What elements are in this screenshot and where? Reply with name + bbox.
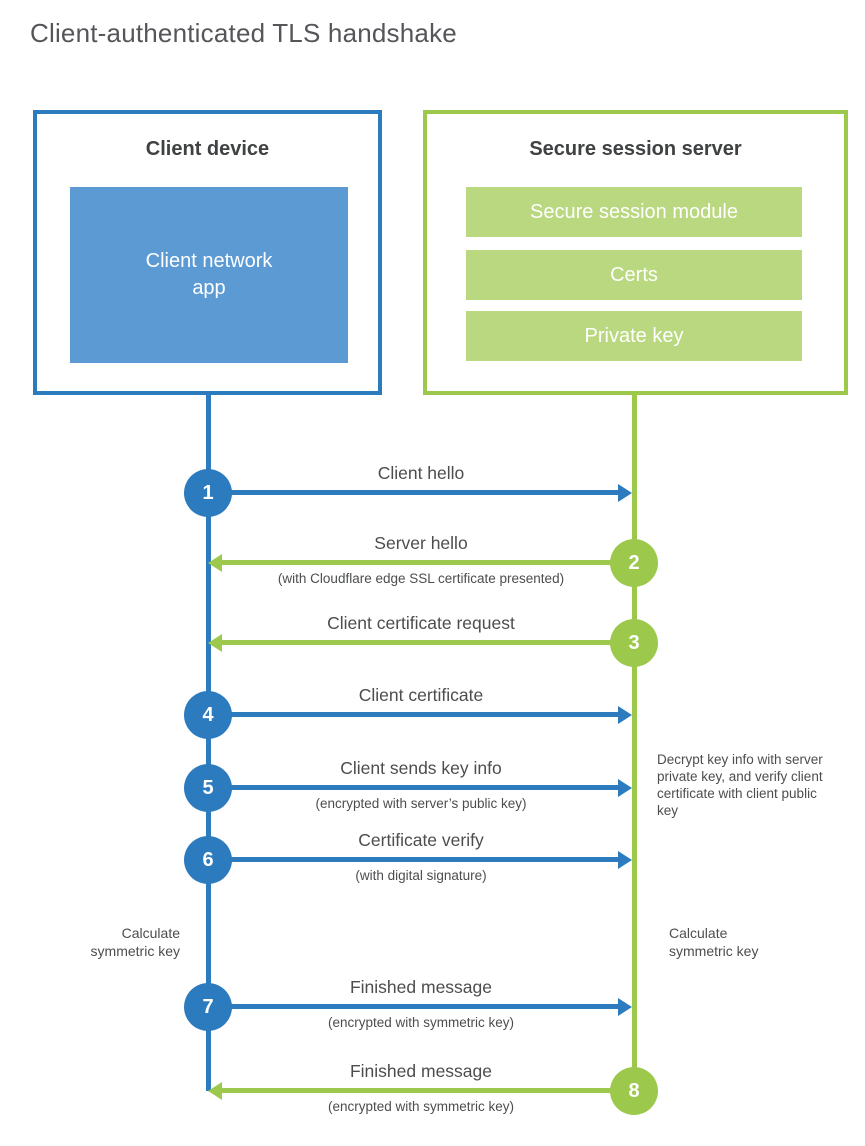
- step-2-badge: 2: [610, 539, 658, 587]
- step-7-arrow-line: [230, 1004, 620, 1009]
- arrowhead-right-icon: [618, 779, 632, 797]
- step-4-label: Client certificate: [358, 685, 484, 705]
- step-1-badge: 1: [184, 469, 232, 517]
- arrowhead-right-icon: [618, 998, 632, 1016]
- certs-bar: Certs: [466, 250, 802, 300]
- step-8-badge: 8: [610, 1067, 658, 1115]
- step-7-sublabel: (encrypted with symmetric key): [327, 1015, 515, 1030]
- arrowhead-right-icon: [618, 851, 632, 869]
- step-3-badge: 3: [610, 619, 658, 667]
- arrowhead-left-icon: [208, 1082, 222, 1100]
- step-1-label: Client hello: [377, 463, 465, 483]
- step-8-arrow-line: [222, 1088, 612, 1093]
- private-key-bar: Private key: [466, 311, 802, 361]
- client-device-box: Client device Client network app: [33, 110, 382, 395]
- arrowhead-left-icon: [208, 554, 222, 572]
- server-decrypt-note: Decrypt key info with server private key…: [657, 752, 823, 818]
- step-5-badge: 5: [184, 764, 232, 812]
- step-3-arrow-line: [222, 640, 612, 645]
- secure-session-server-box: Secure session server Secure session mod…: [423, 110, 848, 395]
- client-device-title: Client device: [145, 138, 270, 160]
- page-title: Client-authenticated TLS handshake: [30, 18, 457, 48]
- step-4-badge: 4: [184, 691, 232, 739]
- step-6-sublabel: (with digital signature): [355, 868, 487, 883]
- step-5-sublabel: (encrypted with server’s public key): [315, 796, 527, 811]
- step-5-label: Client sends key info: [340, 758, 502, 778]
- arrowhead-left-icon: [208, 634, 222, 652]
- step-2-arrow-line: [222, 560, 612, 565]
- server-calc-symmetric-key-note: Calculate symmetric key: [669, 925, 759, 959]
- server-lifeline: [632, 393, 637, 1091]
- client-lifeline: [206, 393, 211, 1091]
- secure-session-module-bar: Secure session module: [466, 187, 802, 237]
- step-2-sublabel: (with Cloudflare edge SSL certificate pr…: [277, 571, 565, 586]
- step-5-arrow-line: [230, 785, 620, 790]
- client-network-app-box: Client network app: [70, 187, 348, 363]
- step-6-label: Certificate verify: [358, 830, 484, 850]
- step-8-label: Finished message: [349, 1061, 493, 1081]
- step-6-badge: 6: [184, 836, 232, 884]
- step-7-label: Finished message: [349, 977, 493, 997]
- step-6-arrow-line: [230, 857, 620, 862]
- client-network-app-label: Client network app: [145, 250, 273, 299]
- step-1-arrow-line: [230, 490, 620, 495]
- step-7-badge: 7: [184, 983, 232, 1031]
- step-4-arrow-line: [230, 712, 620, 717]
- secure-session-server-title: Secure session server: [529, 138, 742, 160]
- client-calc-symmetric-key-note: Calculate symmetric key: [90, 925, 180, 959]
- step-2-label: Server hello: [374, 533, 468, 553]
- step-8-sublabel: (encrypted with symmetric key): [327, 1099, 515, 1114]
- step-3-label: Client certificate request: [327, 613, 515, 633]
- arrowhead-right-icon: [618, 706, 632, 724]
- arrowhead-right-icon: [618, 484, 632, 502]
